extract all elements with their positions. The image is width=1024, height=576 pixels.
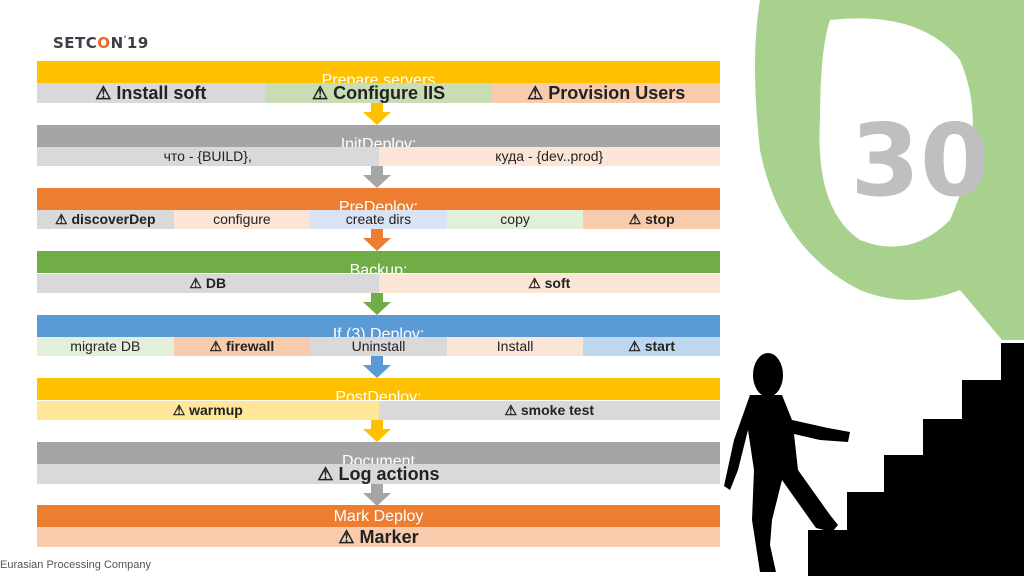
step-start: ⚠ start (583, 337, 720, 356)
down-arrow-icon (363, 484, 391, 506)
step-log-actions: ⚠ Log actions (37, 464, 720, 484)
step-configure-iis: ⚠ Configure IIS (264, 83, 493, 103)
stage-items-document: ⚠ Log actions (37, 464, 720, 484)
footer-company: Eurasian Processing Company (0, 559, 152, 571)
step-where-env: куда - {dev..prod} (378, 147, 720, 166)
down-arrow-icon (363, 293, 391, 315)
step-uninstall: Uninstall (310, 337, 447, 356)
stage-items-initdeploy: что - {BUILD}, куда - {dev..prod} (37, 147, 720, 166)
step-smoke-test: ⚠ smoke test (378, 401, 720, 420)
staircase-illustration: 30 (724, 0, 1024, 576)
stage-title-prepare-servers: Prepare servers (37, 61, 720, 84)
stage-title-predeploy: PreDeploy: (37, 188, 720, 210)
step-copy: copy (446, 210, 584, 229)
step-provision-users: ⚠ Provision Users (492, 83, 721, 103)
stage-items-postdeploy: ⚠ warmup ⚠ smoke test (37, 401, 720, 420)
stairs-icon (808, 343, 1024, 576)
down-arrow-icon (363, 103, 391, 125)
setcon-logo: SETCON'19 (53, 34, 149, 52)
stage-title-document: Document (37, 442, 720, 464)
stage-items-prepare-servers: ⚠ Install soft ⚠ Configure IIS ⚠ Provisi… (37, 83, 721, 103)
stage-items-backup: ⚠ DB ⚠ soft (37, 274, 720, 293)
stage-title-mark-deploy: Mark Deploy (37, 505, 720, 527)
stage-title-backup: Backup: (37, 251, 720, 273)
step-configure: configure (173, 210, 311, 229)
step-marker: ⚠ Marker (37, 527, 720, 547)
stage-items-predeploy: ⚠ discoverDep configure create dirs copy… (37, 210, 720, 229)
step-create-dirs: create dirs (310, 210, 447, 229)
walking-person-icon (724, 353, 850, 572)
step-firewall: ⚠ firewall (173, 337, 311, 356)
step-migrate-db: migrate DB (37, 337, 174, 356)
stage-items-mark-deploy: ⚠ Marker (37, 527, 720, 547)
q-letter-inner (819, 18, 973, 247)
down-arrow-icon (363, 420, 391, 442)
down-arrow-icon (363, 229, 391, 251)
step-backup-soft: ⚠ soft (378, 274, 720, 293)
step-discoverdep: ⚠ discoverDep (37, 210, 174, 229)
stage-title-postdeploy: PostDeploy: (37, 378, 720, 400)
badge-number: 30 (850, 102, 989, 219)
down-arrow-icon (363, 166, 391, 188)
down-arrow-icon (363, 356, 391, 378)
step-what-build: что - {BUILD}, (37, 147, 379, 166)
step-backup-db: ⚠ DB (37, 274, 379, 293)
stage-title-initdeploy: InitDeploy: (37, 125, 720, 147)
step-stop: ⚠ stop (583, 210, 720, 229)
step-warmup: ⚠ warmup (37, 401, 379, 420)
step-install: Install (446, 337, 584, 356)
step-install-soft: ⚠ Install soft (37, 83, 265, 103)
stage-items-deploy: migrate DB ⚠ firewall Uninstall Install … (37, 337, 720, 356)
stage-title-deploy: If (3) Deploy: (37, 315, 720, 337)
